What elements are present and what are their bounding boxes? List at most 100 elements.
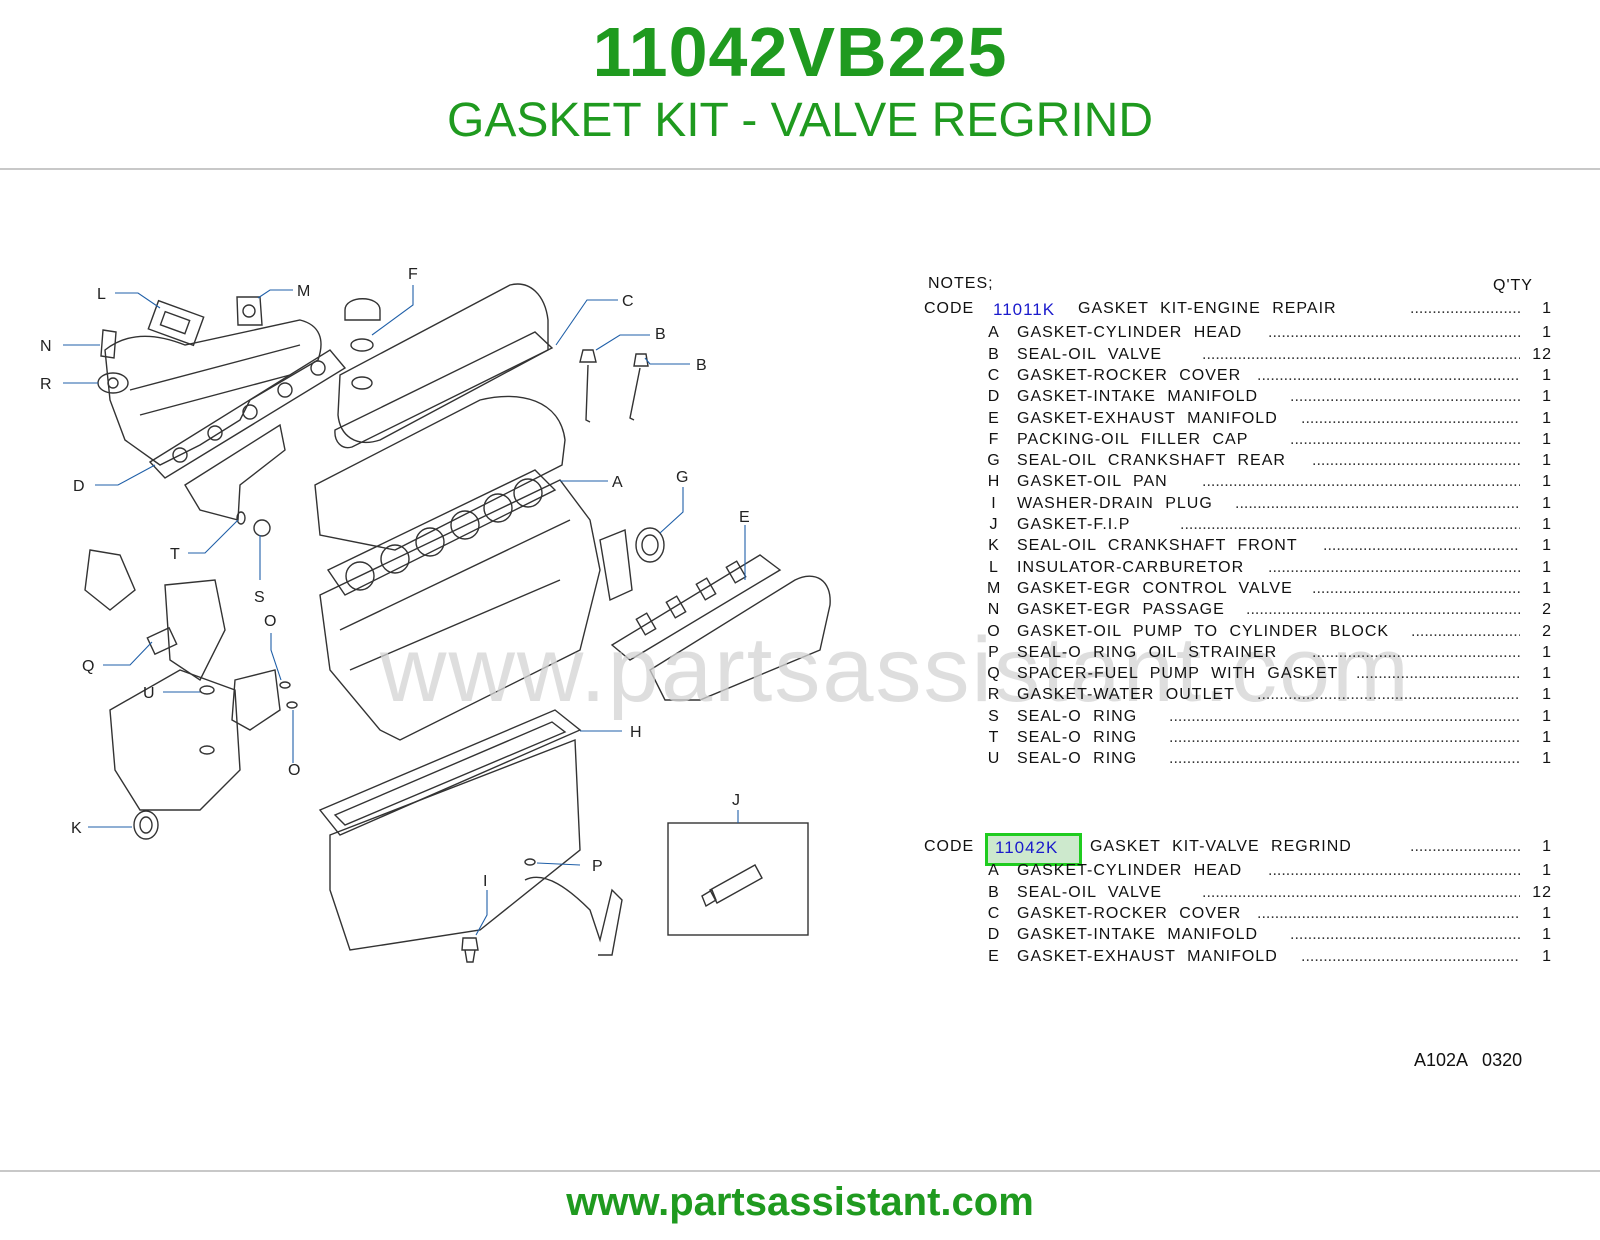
part-qty: 1 bbox=[1542, 686, 1552, 704]
crankshaft-front-seal-drawing bbox=[133, 810, 159, 840]
leader-dots: ........................................… bbox=[1257, 904, 1520, 922]
part-letter: C bbox=[987, 904, 1001, 922]
header-divider bbox=[0, 168, 1600, 170]
part-letter: D bbox=[987, 926, 1001, 944]
part-description: GASKET-EXHAUST MANIFOLD bbox=[1017, 947, 1278, 965]
crankshaft-rear-seal-drawing bbox=[635, 527, 665, 563]
leader-dots: ........................................… bbox=[1180, 516, 1520, 533]
leader-dots: ........................................… bbox=[1169, 729, 1520, 746]
part-qty: 1 bbox=[1542, 537, 1552, 555]
callout-i: I bbox=[483, 873, 487, 890]
part-description: SPACER-FUEL PUMP WITH GASKET bbox=[1017, 665, 1339, 683]
part-qty: 1 bbox=[1542, 452, 1552, 470]
part-qty: 1 bbox=[1542, 366, 1552, 384]
leader-dots: ........................................… bbox=[1235, 494, 1520, 512]
oil-pan-drawing bbox=[329, 738, 581, 951]
engine-block-drawing bbox=[319, 479, 601, 741]
part-letter: B bbox=[988, 345, 1000, 363]
part-qty: 2 bbox=[1542, 601, 1552, 619]
cylinder-head-drawing bbox=[314, 395, 566, 551]
callout-b: B bbox=[696, 357, 707, 374]
part-letter: U bbox=[987, 750, 1001, 768]
part-description: GASKET-EXHAUST MANIFOLD bbox=[1017, 409, 1278, 427]
part-qty: 1 bbox=[1542, 643, 1552, 661]
part-letter: G bbox=[987, 452, 1001, 470]
kit-code-link[interactable]: 11011K bbox=[993, 300, 1056, 319]
part-qty: 1 bbox=[1542, 324, 1552, 342]
oil-pan-gasket-drawing bbox=[318, 709, 582, 836]
leader-dots: ........................................… bbox=[1410, 838, 1520, 855]
part-letter: H bbox=[987, 473, 1001, 491]
part-letter: N bbox=[987, 601, 1001, 619]
code-label: CODE bbox=[924, 838, 975, 855]
callout-q: Q bbox=[82, 658, 94, 675]
fip-gasket-box bbox=[667, 822, 809, 936]
valve-seal-drawing bbox=[579, 349, 597, 423]
part-letter: K bbox=[988, 537, 1000, 555]
part-letter: E bbox=[988, 409, 1000, 427]
leader-dots: ........................................… bbox=[1202, 473, 1520, 491]
part-description: SEAL-OIL CRANKSHAFT FRONT bbox=[1017, 537, 1298, 555]
part-qty: 1 bbox=[1542, 904, 1552, 922]
part-letter: R bbox=[987, 686, 1001, 704]
timing-cover-drawing bbox=[109, 669, 241, 811]
code-highlight bbox=[985, 833, 1082, 866]
leader-dots: ........................................… bbox=[1257, 366, 1520, 384]
callout-g: G bbox=[676, 469, 688, 486]
part-qty: 1 bbox=[1542, 558, 1552, 576]
callout-o: O bbox=[288, 762, 300, 779]
part-letter: T bbox=[988, 729, 1000, 746]
insulator-carburetor-drawing bbox=[147, 299, 205, 347]
leader-dots: ........................................… bbox=[1410, 300, 1520, 317]
callout-m: M bbox=[297, 283, 310, 300]
leader-dots: ........................................… bbox=[1257, 686, 1520, 704]
notes-label: NOTES; bbox=[928, 275, 994, 292]
part-letter: F bbox=[988, 430, 1000, 448]
oil-filler-cap-drawing bbox=[344, 298, 381, 321]
part-qty: 1 bbox=[1542, 729, 1552, 746]
part-description: GASKET-OIL PAN bbox=[1017, 473, 1168, 491]
callout-a: A bbox=[612, 474, 623, 491]
intake-manifold-gasket-drawing bbox=[148, 349, 347, 479]
footer-url: www.partsassistant.com bbox=[566, 1180, 1034, 1224]
fuel-pump-drawing bbox=[84, 549, 136, 611]
leader-dots: ........................................… bbox=[1169, 707, 1520, 725]
intake-manifold-drawing bbox=[104, 319, 322, 466]
part-qty: 1 bbox=[1542, 409, 1552, 427]
part-description: GASKET-CYLINDER HEAD bbox=[1017, 862, 1243, 880]
part-letter: B bbox=[988, 883, 1000, 901]
kit-qty: 1 bbox=[1542, 300, 1552, 317]
part-letter: E bbox=[988, 947, 1000, 965]
part-description: GASKET-EGR PASSAGE bbox=[1017, 601, 1225, 619]
part-qty: 1 bbox=[1542, 388, 1552, 406]
part-number: 11042VB225 bbox=[592, 13, 1008, 91]
part-letter: A bbox=[988, 324, 1000, 342]
part-letter: P bbox=[988, 643, 1000, 661]
diagram-reference: A102A 0320 bbox=[1414, 1050, 1523, 1070]
part-description: GASKET-F.I.P bbox=[1017, 516, 1131, 533]
part-description: SEAL-O RING bbox=[1017, 750, 1138, 768]
leader-dots: ........................................… bbox=[1356, 665, 1520, 683]
cylinder-head-gasket-drawing bbox=[326, 469, 557, 596]
callout-o: O bbox=[264, 613, 276, 630]
kit-name: GASKET KIT-VALVE REGRIND bbox=[1090, 838, 1352, 855]
leader-dots: ........................................… bbox=[1268, 862, 1520, 880]
part-letter: C bbox=[987, 366, 1001, 384]
part-description: INSULATOR-CARBURETOR bbox=[1017, 558, 1245, 576]
kit-code-link[interactable]: 11042K bbox=[995, 838, 1059, 857]
leader-dots: ........................................… bbox=[1312, 579, 1520, 597]
o-ring-drawing bbox=[199, 745, 215, 755]
leader-dots: ........................................… bbox=[1268, 558, 1520, 576]
egr-valve-gasket-drawing bbox=[236, 296, 263, 326]
o-ring-drawing bbox=[199, 685, 215, 695]
callout-p: P bbox=[592, 858, 603, 875]
code-label: CODE bbox=[924, 300, 975, 317]
callout-r: R bbox=[40, 376, 52, 393]
watermark: www.partsassistant.com bbox=[380, 619, 1411, 721]
part-title: GASKET KIT - VALVE REGRIND bbox=[447, 94, 1153, 147]
part-letter: M bbox=[987, 579, 1002, 597]
part-qty: 1 bbox=[1542, 926, 1552, 944]
part-qty: 12 bbox=[1532, 345, 1552, 363]
part-qty: 1 bbox=[1542, 579, 1552, 597]
part-qty: 1 bbox=[1542, 750, 1552, 768]
